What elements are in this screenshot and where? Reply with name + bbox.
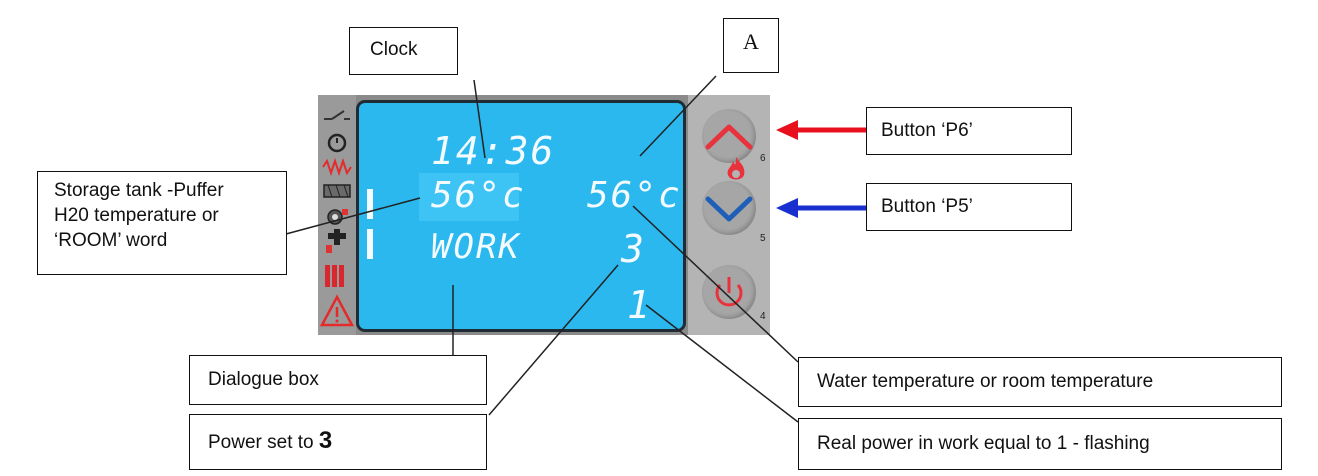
callout-button-p6: Button ‘P6’ <box>866 107 1072 155</box>
clock-icon <box>327 133 347 153</box>
button-p5[interactable] <box>702 181 756 235</box>
lcd-clock-time: 14:36 <box>431 129 556 173</box>
flame-icon <box>724 155 748 188</box>
callout-storage-tank: Storage tank -Puffer H20 temperature or … <box>37 171 287 275</box>
blue-arrow-p5 <box>776 198 866 218</box>
lcd-real-power: 1 <box>627 283 652 327</box>
button-p5-number: 5 <box>760 233 766 244</box>
callout-dialogue-box: Dialogue box <box>189 355 487 405</box>
callout-real-power: Real power in work equal to 1 - flashing <box>798 418 1282 470</box>
power-set-value: 3 <box>318 427 333 454</box>
lcd-temp-highlight <box>419 173 519 221</box>
button-panel: 6 5 4 <box>688 95 770 335</box>
lcd-level-bars <box>367 189 375 263</box>
red-arrow-p6 <box>776 120 866 140</box>
button-p4[interactable] <box>702 265 756 319</box>
lcd-water-temp: 56°c <box>587 175 682 216</box>
callout-water-temperature: Water temperature or room temperature <box>798 357 1282 407</box>
lcd-display: 14:36 56°c 56°c WORK 3 1 <box>356 100 686 332</box>
power-icon <box>715 277 743 307</box>
switch-icon <box>324 110 350 120</box>
callout-clock: Clock <box>349 27 458 75</box>
status-icon-strip <box>318 95 356 335</box>
lcd-status-word: WORK <box>431 227 521 267</box>
radiator-icon <box>325 265 344 287</box>
lcd-power-set: 3 <box>621 227 646 271</box>
button-p6-number: 6 <box>760 153 766 164</box>
chevron-down-icon <box>705 196 753 222</box>
resistor-icon <box>322 157 352 177</box>
lcd-storage-temp: 56°c <box>431 175 526 216</box>
auger-icon <box>323 184 351 198</box>
callout-a: A <box>723 18 779 73</box>
tap-icon <box>326 229 346 253</box>
callout-power-set: Power set to 3 <box>189 414 487 470</box>
button-p4-number: 4 <box>760 311 766 322</box>
warning-icon <box>319 294 355 327</box>
pump-icon <box>327 209 348 225</box>
callout-button-p5: Button ‘P5’ <box>866 183 1072 231</box>
